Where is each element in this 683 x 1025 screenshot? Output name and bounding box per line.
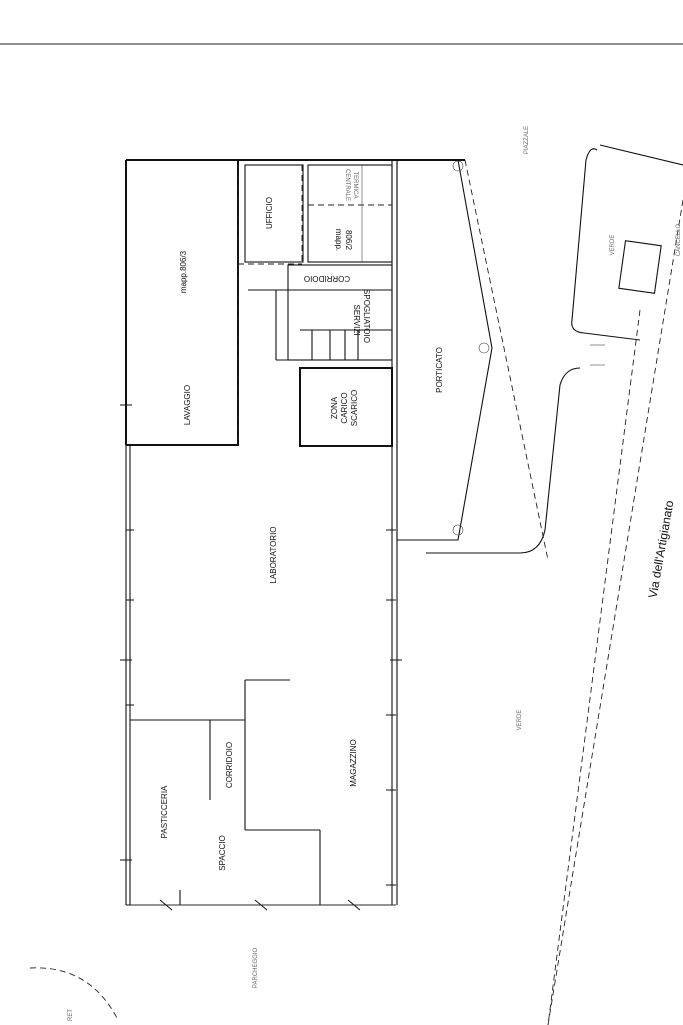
arc-bottom-left: [29, 967, 119, 1021]
label-carico: CARICO: [340, 392, 349, 423]
label-porticato: PORTICATO: [435, 347, 444, 393]
lower-rooms: [130, 679, 396, 906]
label-scarico: SCARICO: [350, 390, 359, 426]
label-lavaggio: LAVAGGIO: [183, 385, 192, 425]
label-parcheggio: PARCHEGGIO: [253, 948, 259, 989]
label-centrale: CENTRALE: [344, 169, 350, 201]
label-corridoio-lower: CORRIDOIO: [225, 742, 234, 788]
label-mapp-806-2a: mapp.: [334, 229, 343, 251]
label-laboratorio: LABORATORIO: [269, 526, 278, 583]
label-ufficio: UFFICIO: [265, 197, 274, 229]
label-mapp-806-2b: 806/2: [344, 230, 353, 251]
label-verde: VERDE: [517, 710, 523, 731]
label-zona: ZONA: [330, 396, 339, 419]
door-marks: [120, 404, 402, 911]
building-outline: [125, 159, 465, 906]
street-edge-right: [547, 199, 683, 1025]
servizi-block: [287, 264, 393, 361]
label-servizi: SERVIZI: [352, 305, 361, 336]
label-spogliatoio: SPOGLIATOIO: [362, 289, 371, 343]
label-piazzale: PIAZZALE: [524, 126, 530, 154]
label-pasticceria: PASTICCERIA: [160, 785, 169, 838]
piazzale-edge: [599, 144, 683, 166]
label-termica: TERMICA: [352, 172, 358, 199]
label-verde-box: VERDE: [610, 235, 616, 256]
zona-carico-room: [299, 367, 393, 447]
porticato-area: [396, 159, 493, 541]
label-magazzino: MAGAZZINO: [349, 739, 358, 787]
label-mapp-806-3: mapp.806/3: [179, 250, 188, 293]
cancello-box: [618, 240, 662, 294]
label-cancello: CANCELLO: [676, 223, 682, 256]
label-corridoio-upper: CORRIDOIO: [304, 274, 350, 283]
centrale-termica-room: [307, 164, 393, 263]
access-path: [426, 367, 581, 554]
label-street: Via dell'Artigianato: [646, 499, 677, 599]
label-spaccio: SPACCIO: [218, 835, 227, 870]
ufficio-room: [244, 164, 304, 263]
label-ret: RET: [68, 1009, 74, 1021]
